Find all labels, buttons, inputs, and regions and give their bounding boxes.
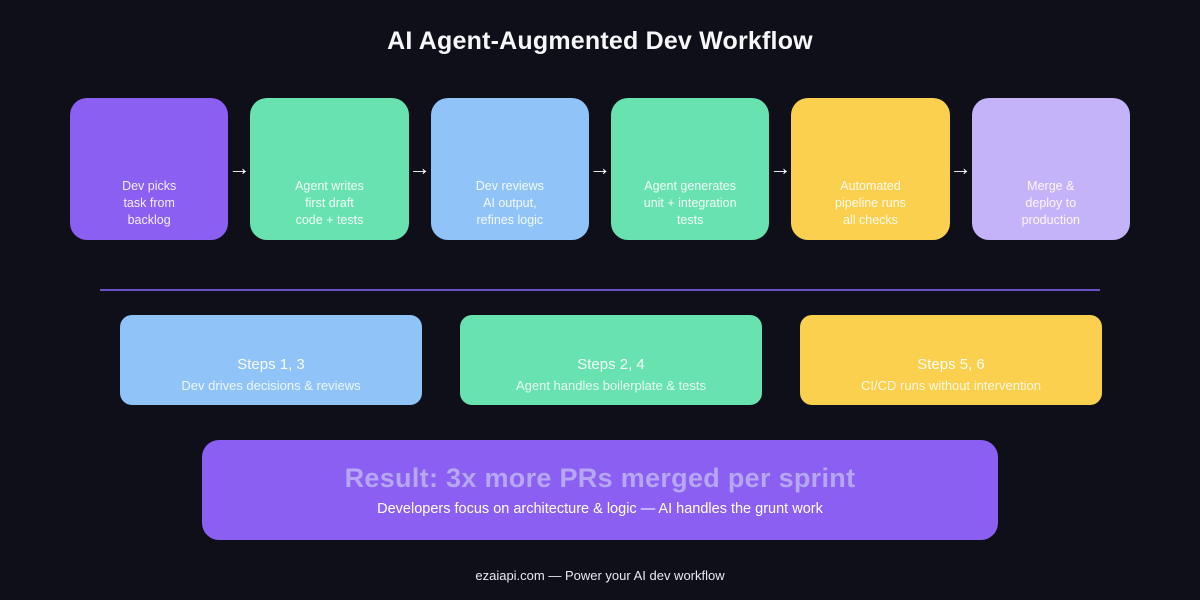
summary-card-steps-2-4: Steps 2, 4 Agent handles boilerplate & t… bbox=[460, 315, 762, 405]
flow-step-dev-picks-task: Dev picks task from backlog bbox=[70, 98, 229, 240]
arrow-right-icon: → bbox=[949, 155, 972, 180]
summary-card-subtitle: Agent handles boilerplate & tests bbox=[515, 378, 707, 393]
flow-step-label: Merge & deploy to production bbox=[1021, 179, 1080, 227]
result-subtitle: Developers focus on architecture & logic… bbox=[377, 501, 823, 517]
result-heading: Result: 3x more PRs merged per sprint bbox=[344, 463, 856, 493]
summary-card-title: Steps 5, 6 bbox=[917, 356, 985, 373]
summary-card-steps-1-3: Steps 1, 3 Dev drives decisions & review… bbox=[120, 315, 422, 405]
summary-card-steps-5-6: Steps 5, 6 CI/CD runs without interventi… bbox=[800, 315, 1102, 405]
workflow-step-row: Dev picks task from backlog → Agent writ… bbox=[70, 98, 1130, 240]
summary-card-title: Steps 1, 3 bbox=[237, 356, 305, 373]
flow-step-label: Agent writes first draft code + tests bbox=[295, 179, 364, 227]
result-banner: Result: 3x more PRs merged per sprint De… bbox=[202, 440, 998, 540]
flow-step-agent-writes-code: Agent writes first draft code + tests bbox=[250, 98, 409, 240]
footer-tagline: ezaiapi.com — Power your AI dev workflow bbox=[475, 568, 725, 583]
summary-card-subtitle: Dev drives decisions & reviews bbox=[181, 378, 361, 393]
flow-step-merge-deploy: Merge & deploy to production bbox=[971, 98, 1130, 240]
section-divider bbox=[100, 289, 1100, 291]
arrow-right-icon: → bbox=[588, 155, 611, 180]
summary-card-title: Steps 2, 4 bbox=[577, 356, 645, 373]
flow-step-dev-reviews-output: Dev reviews AI output, refines logic bbox=[430, 98, 589, 240]
flow-step-label: Dev picks task from backlog bbox=[122, 179, 177, 227]
summary-card-subtitle: CI/CD runs without intervention bbox=[861, 378, 1041, 393]
flow-step-label: Agent generates unit + integration tests bbox=[643, 179, 737, 227]
flow-step-label: Dev reviews AI output, refines logic bbox=[475, 179, 544, 227]
flow-step-label: Automated pipeline runs all checks bbox=[835, 179, 906, 227]
page-title: AI Agent-Augmented Dev Workflow bbox=[387, 27, 813, 55]
flow-step-agent-generates-tests: Agent generates unit + integration tests bbox=[610, 98, 770, 240]
flow-step-automated-pipeline: Automated pipeline runs all checks bbox=[791, 98, 950, 240]
arrow-right-icon: → bbox=[408, 155, 431, 180]
arrow-right-icon: → bbox=[228, 155, 251, 180]
summary-card-row: Steps 1, 3 Dev drives decisions & review… bbox=[120, 315, 1102, 405]
arrow-right-icon: → bbox=[769, 155, 792, 180]
